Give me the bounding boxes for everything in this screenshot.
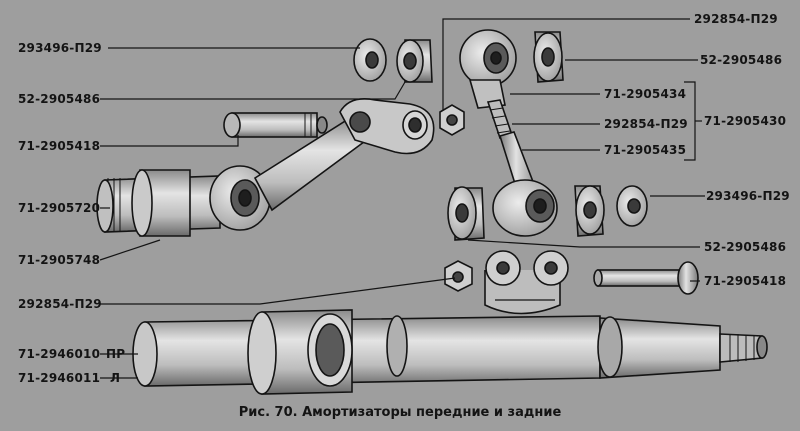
- bushing-top-left: [396, 39, 433, 83]
- washer-mid-right: [616, 185, 648, 227]
- mounting-bracket: [484, 250, 569, 315]
- side-label-right: ПР: [106, 347, 126, 361]
- upper-left-assembly: [96, 98, 435, 237]
- label-nut-292854-mid: 292854-П29: [604, 117, 688, 131]
- label-eye-71-2905434: 71-2905434: [604, 87, 687, 101]
- label-nut-292854-top: 292854-П29: [694, 12, 778, 26]
- bushing-top-right: [533, 31, 564, 83]
- bushing-mid-right: [574, 185, 605, 237]
- label-nut-292854: 292854-П29: [18, 297, 102, 311]
- leader-lines: [99, 18, 705, 379]
- label-pin-71-2905418-right: 71-2905418: [704, 274, 787, 288]
- side-label-left: Л: [110, 371, 121, 385]
- upper-right-rod-assembly: [459, 29, 558, 237]
- washer-top-left: [353, 38, 387, 82]
- label-washer-293496-right: 293496-П29: [706, 189, 790, 203]
- label-body-71-2905720: 71-2905720: [18, 201, 101, 215]
- label-bushing-52-2905486-top: 52-2905486: [700, 53, 783, 67]
- label-eye-71-2905748: 71-2905748: [18, 253, 101, 267]
- figure-caption: Рис. 70. Амортизаторы передние и задние: [238, 405, 562, 420]
- label-pin-71-2905418: 71-2905418: [18, 139, 101, 153]
- label-shock-right-71-2946010: 71-2946010: [18, 347, 101, 361]
- nut-left: [444, 260, 473, 292]
- label-bushing-52-2905486: 52-2905486: [18, 92, 101, 106]
- label-washer-293496: 293496-П29: [18, 41, 102, 55]
- label-shock-left-71-2946011: 71-2946011: [18, 371, 101, 385]
- label-assembly-71-2905430: 71-2905430: [704, 114, 787, 128]
- shock-body: [132, 309, 768, 395]
- pin-right: [593, 261, 699, 295]
- label-rod-71-2905435: 71-2905435: [604, 143, 687, 157]
- nut-top-center: [439, 104, 465, 136]
- label-bushing-52-2905486-bottom: 52-2905486: [704, 240, 787, 254]
- bushing-mid-left: [447, 186, 485, 241]
